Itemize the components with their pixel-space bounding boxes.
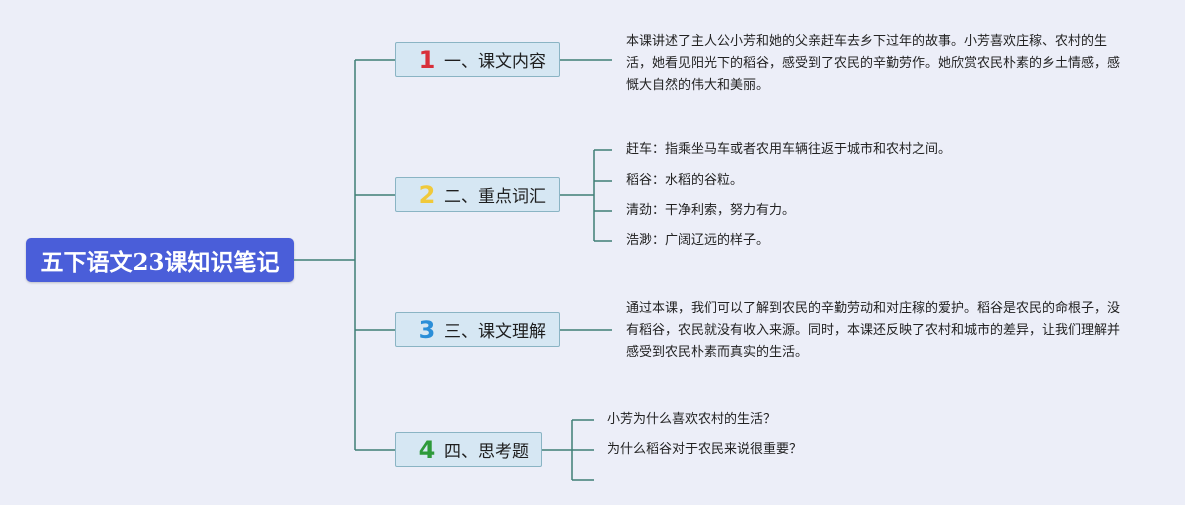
branch-node-3[interactable]: 3 三、课文理解	[395, 312, 560, 347]
branch-node-2[interactable]: 2 二、重点词汇	[395, 177, 560, 212]
root-node-title[interactable]: 五下语文23课知识笔记	[26, 238, 294, 282]
number-3-icon: 3	[418, 315, 436, 344]
branch-4-label: 四、思考题	[444, 442, 529, 462]
branch-1-content: 本课讲述了主人公小芳和她的父亲赶车去乡下过年的故事。小芳喜欢庄稼、农村的生活，她…	[626, 34, 1121, 93]
branch-3-content: 通过本课，我们可以了解到农民的辛勤劳动和对庄稼的爱护。稻谷是农民的命根子，没有稻…	[626, 301, 1121, 360]
number-4-icon: 4	[418, 435, 436, 464]
question-item: 为什么稻谷对于农民来说很重要？	[607, 442, 803, 457]
branch-3-label: 三、课文理解	[444, 322, 546, 342]
vocab-item: 清劲：干净利索，努力有力。	[626, 203, 796, 218]
vocab-item: 赶车：指乘坐马车或者农用车辆往返于城市和农村之间。	[626, 142, 952, 157]
branch-node-1[interactable]: 1 一、课文内容	[395, 42, 560, 77]
number-1-icon: 1	[418, 45, 436, 74]
branch-1-label: 一、课文内容	[444, 52, 546, 72]
vocab-item: 浩渺：广阔辽远的样子。	[626, 233, 770, 248]
branch-node-4[interactable]: 4 四、思考题	[395, 432, 542, 467]
branch-2-label: 二、重点词汇	[444, 187, 546, 207]
number-2-icon: 2	[418, 180, 436, 209]
vocab-item: 稻谷：水稻的谷粒。	[626, 173, 744, 188]
question-item: 小芳为什么喜欢农村的生活？	[607, 412, 777, 427]
